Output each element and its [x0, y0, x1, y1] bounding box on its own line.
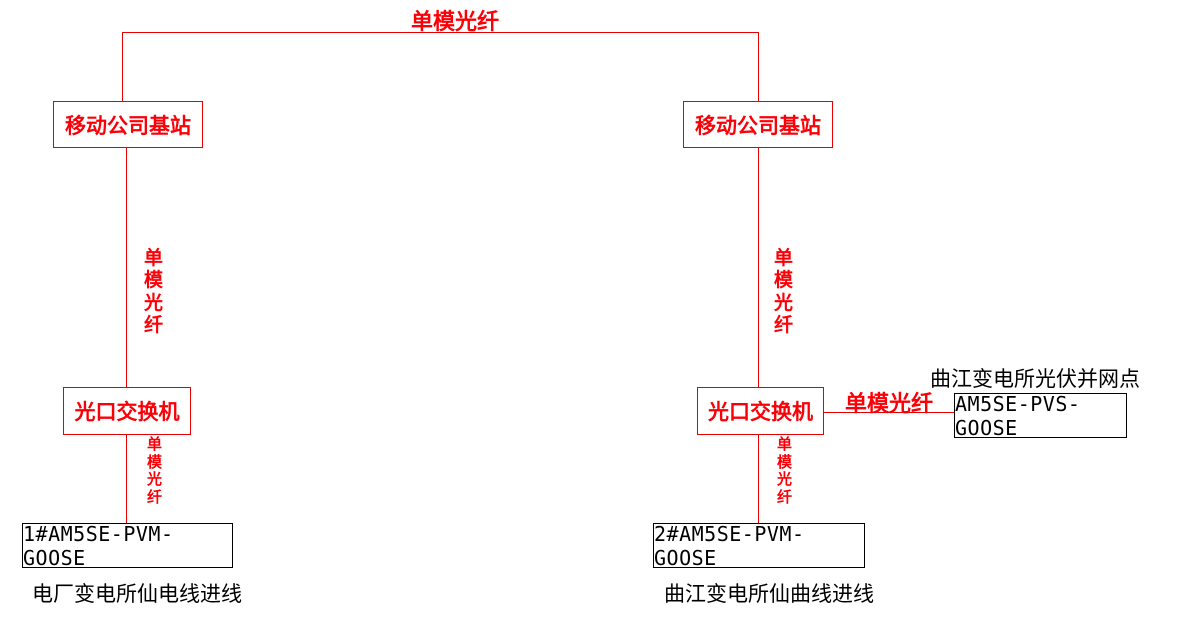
node-base-station-right[interactable]: 移动公司基站: [683, 101, 833, 148]
node-device-pvs-right[interactable]: AM5SE-PVS-GOOSE: [954, 392, 1127, 440]
fiber-label-char-1: 单: [147, 435, 163, 453]
fiber-link-right-basestation-to-switch: [758, 147, 759, 388]
node-optical-switch-left[interactable]: 光口交换机: [63, 387, 191, 435]
fiber-label-char-1: 单: [777, 435, 793, 453]
fiber-label-right-vertical-upper: 单 模 光 纤: [774, 247, 793, 337]
node-optical-switch-right[interactable]: 光口交换机: [697, 387, 824, 435]
fiber-label-char-4: 纤: [144, 314, 164, 337]
fiber-label-char-2: 模: [144, 269, 164, 292]
fiber-label-char-2: 模: [777, 452, 793, 471]
fiber-link-right-switch-to-device: [758, 434, 759, 524]
fiber-label-char-3: 光: [774, 291, 794, 314]
fiber-link-right-switch-to-pvs: [823, 412, 955, 413]
node-device-pvm-left[interactable]: 1#AM5SE-PVM-GOOSE: [22, 522, 233, 570]
fiber-link-right-top-vertical: [758, 32, 759, 102]
fiber-link-top-horizontal: [122, 32, 759, 33]
fiber-label-char-4: 纤: [774, 314, 794, 337]
fiber-label-char-3: 光: [147, 470, 163, 489]
fiber-label-char-3: 光: [777, 470, 793, 489]
fiber-label-char-1: 单: [144, 247, 164, 269]
caption-left-feeder: 电厂变电所仙电线进线: [32, 582, 242, 606]
fiber-label-right-switch-to-pvs: 单模光纤: [845, 392, 934, 417]
fiber-link-left-basestation-to-switch: [126, 147, 127, 388]
caption-pv-grid-point: 曲江变电所光伏并网点: [930, 367, 1140, 391]
fiber-label-top: 单模光纤: [411, 10, 500, 35]
fiber-link-left-switch-to-device: [126, 434, 127, 524]
fiber-label-right-vertical-lower: 单 模 光 纤: [777, 435, 793, 507]
fiber-label-left-vertical-upper: 单 模 光 纤: [144, 247, 163, 337]
fiber-label-char-3: 光: [144, 291, 164, 314]
caption-right-feeder: 曲江变电所仙曲线进线: [664, 582, 874, 606]
node-base-station-left[interactable]: 移动公司基站: [53, 101, 203, 148]
fiber-label-left-vertical-lower: 单 模 光 纤: [147, 435, 163, 507]
fiber-label-char-1: 单: [774, 247, 794, 269]
fiber-label-char-2: 模: [774, 269, 794, 292]
fiber-label-char-2: 模: [147, 452, 163, 471]
fiber-label-char-4: 纤: [777, 488, 793, 507]
node-device-pvm-right[interactable]: 2#AM5SE-PVM-GOOSE: [653, 522, 865, 570]
fiber-link-left-top-vertical: [122, 32, 123, 102]
fiber-label-char-4: 纤: [147, 488, 163, 507]
